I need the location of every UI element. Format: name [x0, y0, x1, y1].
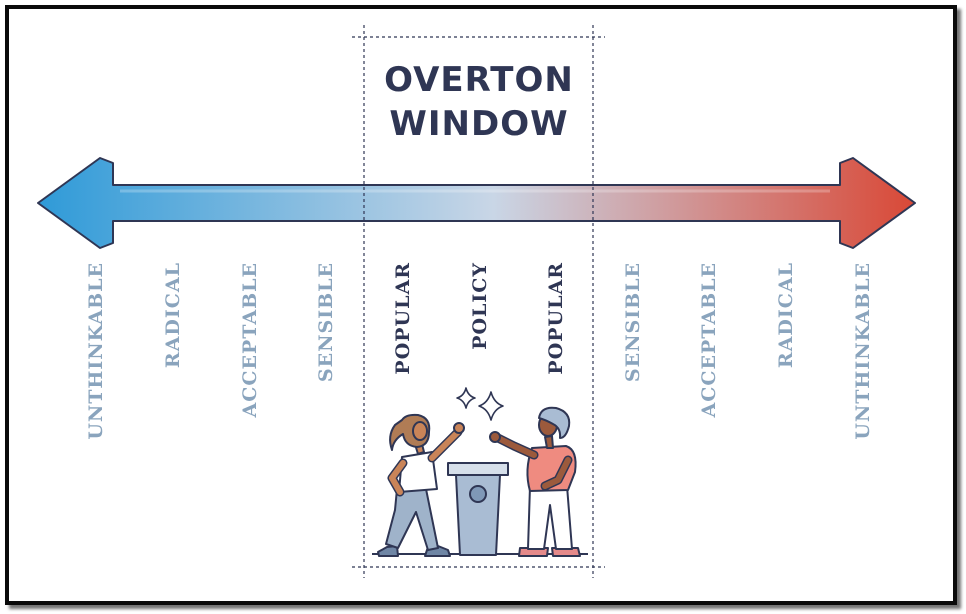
label-left-acceptable: ACCEPTABLE	[239, 262, 261, 418]
title-line-1: OVERTON	[365, 60, 593, 100]
person-right	[490, 408, 580, 556]
label-center-popular-right: POPULAR	[545, 262, 567, 375]
label-right-sensible: SENSIBLE	[622, 262, 644, 382]
label-right-unthinkable: UNTHINKABLE	[852, 262, 874, 440]
label-left-sensible: SENSIBLE	[315, 262, 337, 382]
label-right-acceptable: ACCEPTABLE	[698, 262, 720, 418]
title-line-2: WINDOW	[365, 104, 593, 144]
spectrum-arrow	[38, 158, 915, 248]
label-center-popular-left: POPULAR	[392, 262, 414, 375]
podium-icon	[448, 463, 508, 555]
label-center-policy: POLICY	[469, 262, 491, 350]
label-left-radical: RADICAL	[162, 262, 184, 368]
label-left-unthinkable: UNTHINKABLE	[85, 262, 107, 440]
person-left	[378, 415, 464, 556]
label-right-radical: RADICAL	[775, 262, 797, 368]
sparkle-icon	[457, 388, 503, 420]
